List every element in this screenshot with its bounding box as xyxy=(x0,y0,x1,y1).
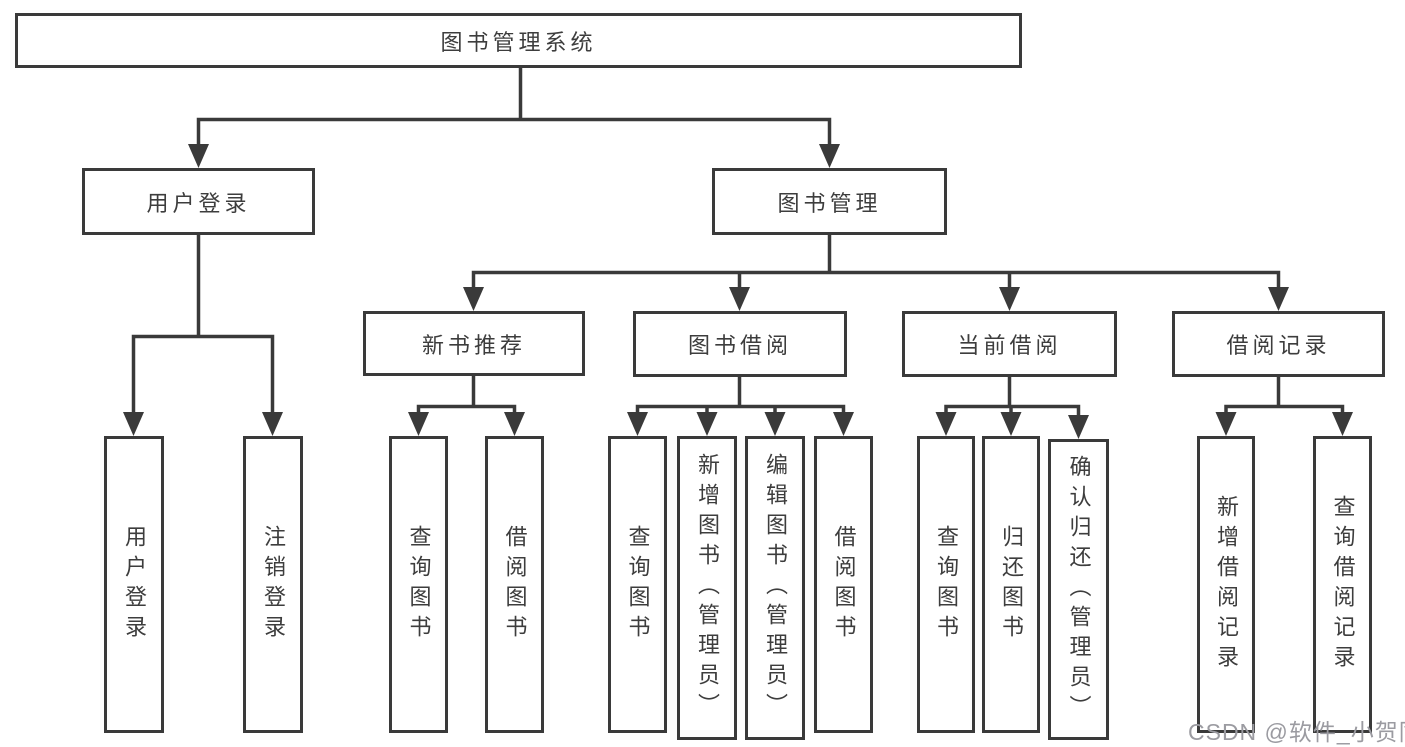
leaf-record-add: 新增借阅记录 xyxy=(1197,436,1255,733)
leaf-current-query-book: 查询图书 xyxy=(917,436,975,733)
leaf-borrow-add-book-admin: 新增图书（管理员） xyxy=(677,436,737,740)
leaf-record-query: 查询借阅记录 xyxy=(1313,436,1372,733)
leaf-current-confirm-return-admin: 确认归还（管理员） xyxy=(1048,439,1109,740)
leaf-borrow-edit-book-admin: 编辑图书（管理员） xyxy=(745,436,805,740)
connector-borrowrecord-to-children xyxy=(1215,377,1353,436)
node-user-login: 用户登录 xyxy=(82,168,315,235)
leaf-logout: 注销登录 xyxy=(243,436,303,733)
connector-userlogin-to-children xyxy=(123,234,283,436)
node-root: 图书管理系统 xyxy=(15,13,1022,68)
leaf-recommend-borrow-book: 借阅图书 xyxy=(485,436,544,733)
connector-root-to-level2 xyxy=(188,68,840,168)
node-current-borrow: 当前借阅 xyxy=(902,311,1117,377)
connector-bookmgmt-to-level3 xyxy=(463,234,1289,311)
leaf-borrow-borrow-book: 借阅图书 xyxy=(814,436,873,733)
node-book-borrow: 图书借阅 xyxy=(633,311,847,377)
connector-currentborrow-to-children xyxy=(935,377,1089,439)
node-borrow-record: 借阅记录 xyxy=(1172,311,1385,377)
node-book-management: 图书管理 xyxy=(712,168,947,235)
leaf-user-login: 用户登录 xyxy=(104,436,164,733)
connector-newbookrec-to-children xyxy=(408,376,525,436)
leaf-current-return-book: 归还图书 xyxy=(982,436,1040,733)
leaf-borrow-query-book: 查询图书 xyxy=(608,436,667,733)
node-new-book-recommend: 新书推荐 xyxy=(363,311,585,376)
leaf-recommend-query-book: 查询图书 xyxy=(389,436,448,733)
connector-bookborrow-to-children xyxy=(627,377,854,436)
csdn-watermark: CSDN @软件_小贺同学 xyxy=(1188,719,1405,745)
